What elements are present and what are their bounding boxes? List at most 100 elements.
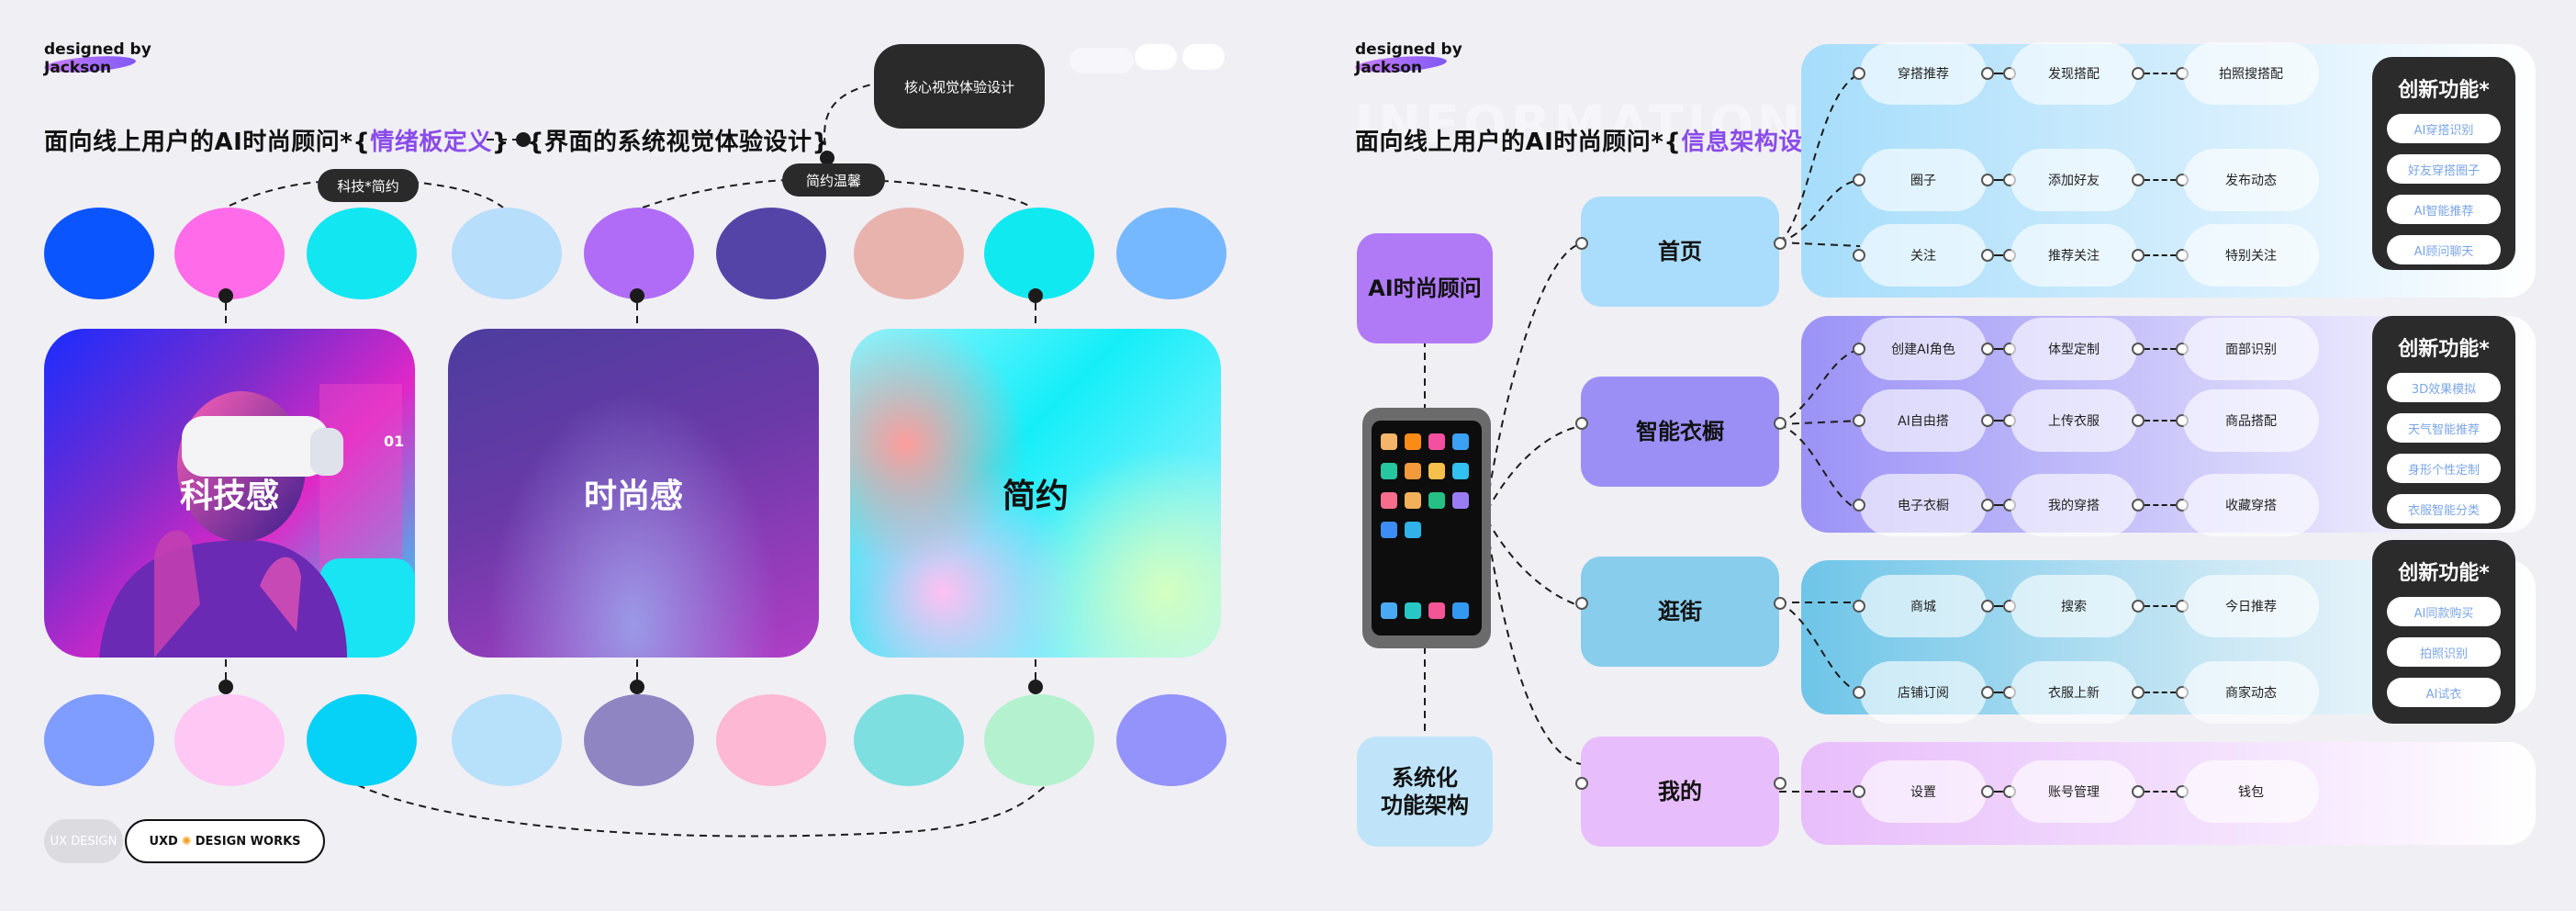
connector-line [1994,420,2003,422]
innovation-item[interactable]: 身形个性定制 [2387,454,2501,483]
feature-node[interactable]: 圈子 [1860,149,1987,211]
connector-node [1774,777,1786,790]
app-icon [1381,522,1397,538]
feature-node[interactable]: 穿搭推荐 [1860,42,1987,105]
dock-icon [1452,602,1469,619]
module-2[interactable]: 逛街 [1581,557,1779,667]
bottom-swatch [984,694,1094,786]
feature-node[interactable]: 特别关注 [2183,224,2319,287]
connector-node [2132,249,2145,262]
bottom-swatch [584,694,694,786]
feature-node[interactable]: 发现搭配 [2010,42,2137,105]
bottom-swatch [716,694,826,786]
connector-node [1853,785,1865,798]
dock-icon [1405,602,1421,619]
innovation-item[interactable]: AI顾问聊天 [2387,235,2501,264]
connector-node [1575,777,1588,790]
connector-line [1994,605,2003,607]
connector-line [2145,73,2176,74]
connector-line [1994,348,2003,350]
feature-node[interactable]: 钱包 [2183,760,2319,823]
page-title-left: 面向线上用户的AI时尚顾问*{情绪板定义} [44,123,510,157]
brand-line2: Jackson [44,59,112,77]
feature-node[interactable]: 收藏穿搭 [2183,474,2319,536]
feature-node[interactable]: 我的穿搭 [2010,474,2137,536]
feature-node[interactable]: 衣服上新 [2010,661,2137,724]
innovation-card: 创新功能* AI穿搭识别好友穿搭圈子 AI智能推荐 AI顾问聊天 [2372,57,2515,270]
mood-label-simple: 简约 [1002,478,1069,515]
tag-simple-warm: 简约温馨 [782,163,885,197]
mood-label-tech: 科技感 [179,478,279,515]
feature-node[interactable]: 设置 [1860,760,1987,823]
feature-node[interactable]: 店铺订阅 [1860,661,1987,724]
feature-node[interactable]: 搜索 [2010,575,2137,637]
innovation-title: 创新功能* [2398,79,2490,102]
app-icon [1452,433,1469,450]
feature-node[interactable]: 商城 [1860,575,1987,637]
innovation-item[interactable]: 天气智能推荐 [2387,413,2501,443]
feature-node[interactable]: 账号管理 [2010,760,2137,823]
sys-line1: 系统化 [1392,765,1458,791]
app-icon [1381,433,1397,450]
top-swatch [44,208,154,299]
feature-node[interactable]: 发布动态 [2183,149,2319,211]
mood-card-simple: 简约 [850,329,1221,658]
feature-node[interactable]: 添加好友 [2010,149,2137,211]
feature-node[interactable]: 今日推荐 [2183,575,2319,637]
decor-pill-1 [1070,48,1134,73]
innovation-item[interactable]: 拍照识别 [2387,637,2501,667]
innovation-item[interactable]: AI智能推荐 [2387,195,2501,224]
bottom-swatch [1116,694,1226,786]
innovation-item[interactable]: 3D效果模拟 [2387,373,2501,402]
innovation-item[interactable]: AI试衣 [2387,678,2501,707]
feature-node[interactable]: 商品搭配 [2183,389,2319,452]
connector-node [2132,499,2145,512]
feature-node[interactable]: 商家动态 [2183,661,2319,724]
core-visual-label: 核心视觉体验设计 [874,44,1045,129]
feature-node[interactable]: 面部识别 [2183,318,2319,380]
innovation-item[interactable]: AI穿搭识别 [2387,114,2501,143]
ai-advisor-box: AI时尚顾问 [1357,233,1493,343]
system-architecture-box: 系统化功能架构 [1357,737,1493,847]
tag-uxd-design-works: UXD ✺ DESIGN WORKS [125,819,325,863]
connector-node [1981,249,1994,262]
connector-node [1981,343,1994,355]
swatch-dot [218,288,233,303]
feature-node[interactable]: 体型定制 [2010,318,2137,380]
app-icon [1452,463,1469,479]
innovation-item[interactable]: 好友穿搭圈子 [2387,154,2501,184]
module-label: 智能衣橱 [1636,419,1724,444]
connector-node [1853,67,1865,80]
module-label: 我的 [1658,779,1702,804]
brand-logo-right: designed by Jackson [1354,40,1462,77]
connector-node [2132,414,2145,427]
sun-icon: ✺ [181,834,192,849]
feature-node[interactable]: 拍照搜搭配 [2183,42,2319,105]
connector-line [1994,179,2003,181]
module-0[interactable]: 首页 [1581,197,1779,307]
feature-node[interactable]: 上传衣服 [2010,389,2137,452]
connector-dot [516,132,531,147]
innovation-item[interactable]: 衣服智能分类 [2387,494,2501,523]
module-3[interactable]: 我的 [1581,737,1779,847]
feature-node[interactable]: 电子衣橱 [1860,474,1987,536]
top-swatch [716,208,826,299]
left-connector-lines [225,82,1047,838]
feature-node[interactable]: 关注 [1860,224,1987,287]
feature-node[interactable]: 创建AI角色 [1860,318,1987,380]
mood-card-tech: 01 科技感 [44,329,415,658]
bottom-swatch [854,694,964,786]
feature-node[interactable]: 推荐关注 [2010,224,2137,287]
tag-uxd: UXD [149,834,178,849]
connector-line [2145,504,2176,506]
innovation-item[interactable]: AI同款购买 [2387,597,2501,626]
connector-node [2132,67,2145,80]
connector-line [2145,791,2176,793]
connector-node [1575,417,1588,430]
module-label: 逛街 [1658,599,1702,624]
module-1[interactable]: 智能衣橱 [1581,377,1779,487]
swatch-dot [218,680,233,694]
feature-node[interactable]: AI自由搭 [1860,389,1987,452]
connector-line [2145,420,2176,422]
